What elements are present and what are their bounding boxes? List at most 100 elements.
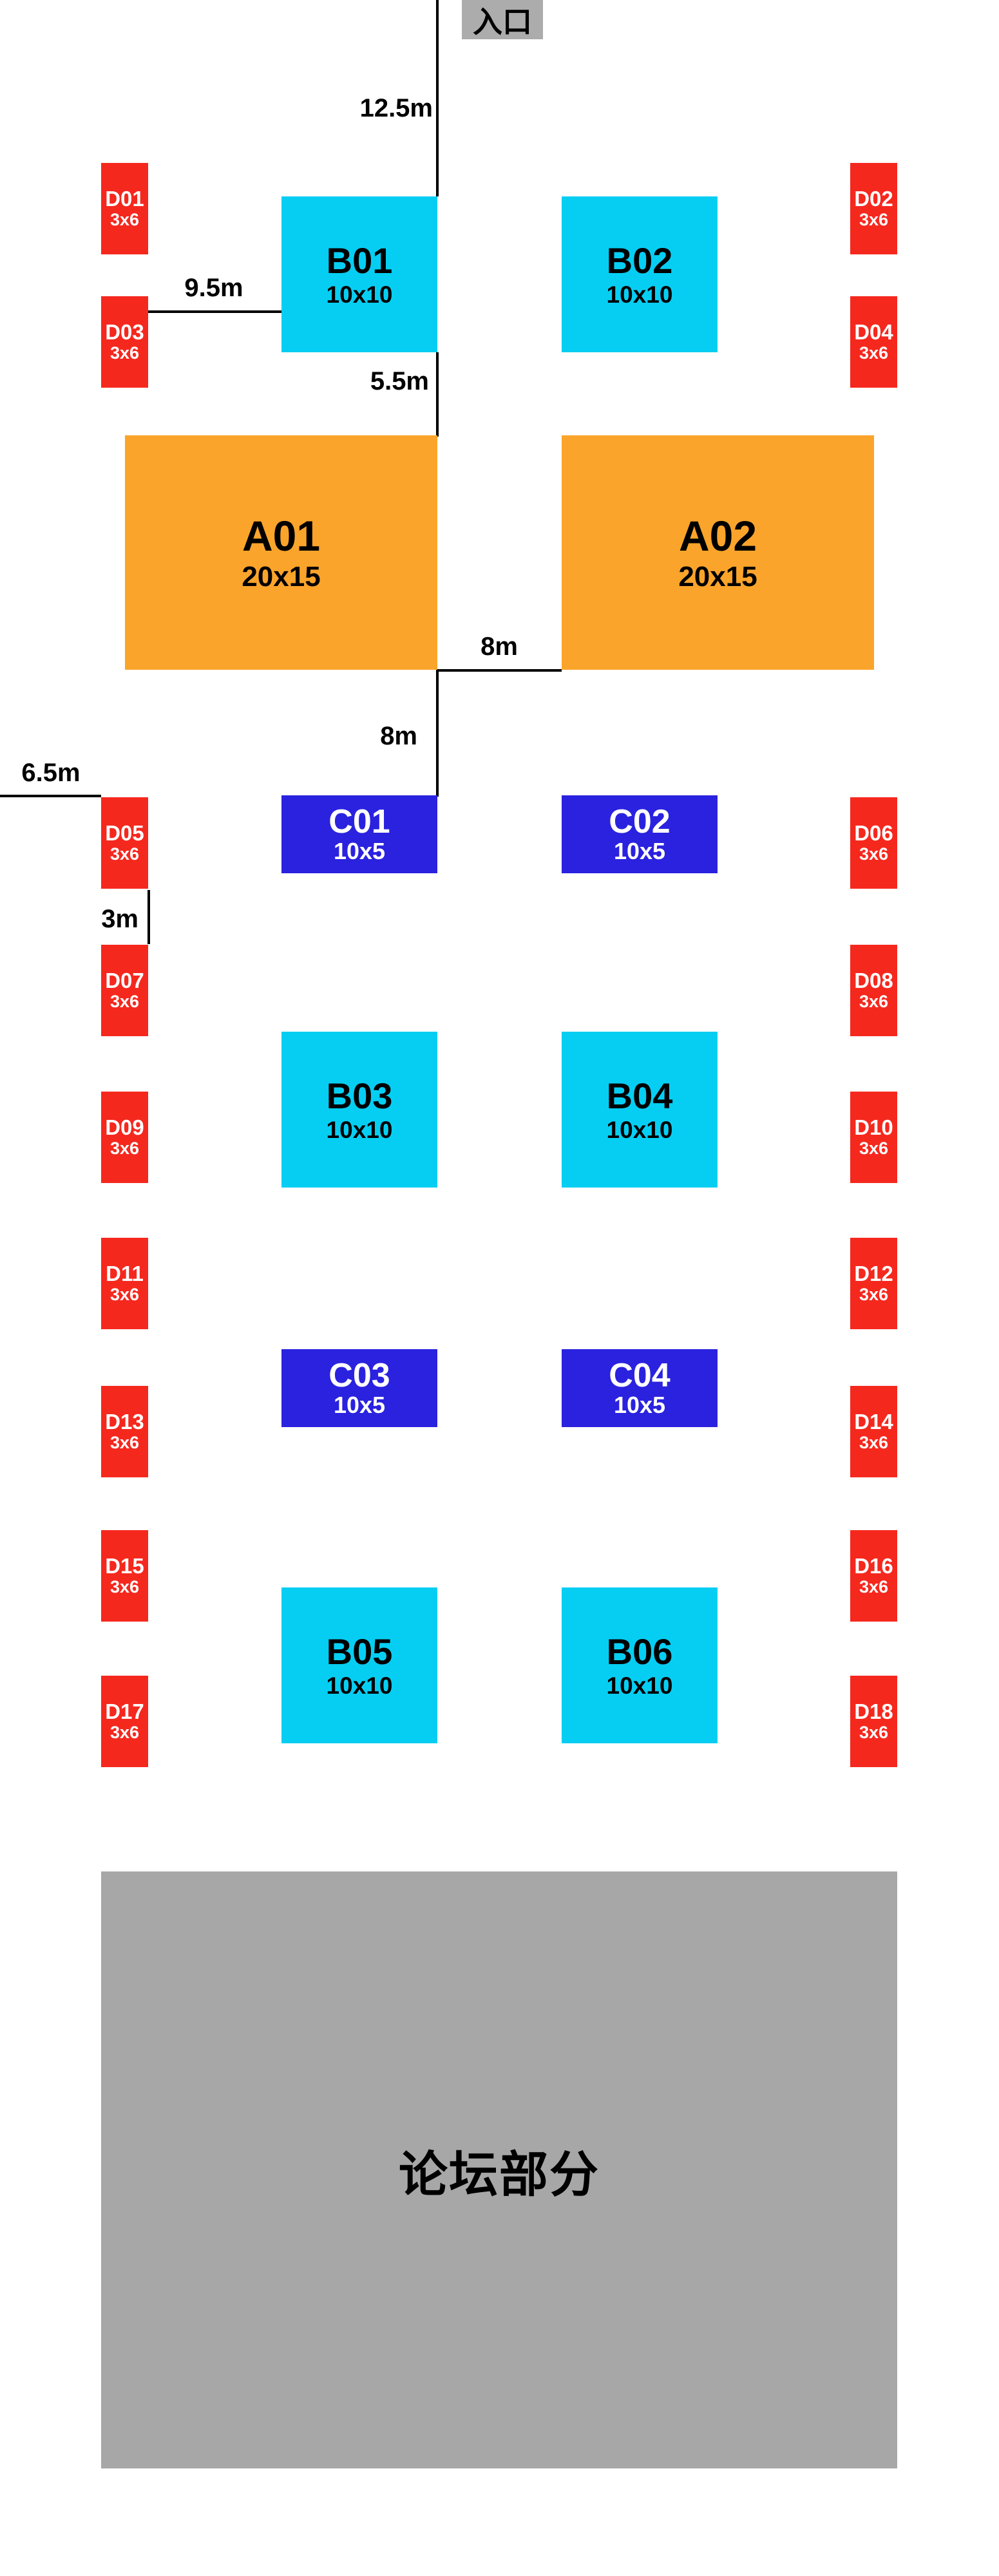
booth-d15-size: 3x6 (109, 1577, 140, 1597)
booth-d16-label: D16 (854, 1554, 893, 1578)
booth-d09: D09 3x6 (101, 1092, 148, 1183)
booth-d07: D07 3x6 (101, 945, 148, 1036)
booth-d18: D18 3x6 (850, 1676, 897, 1767)
booth-d02-size: 3x6 (859, 210, 889, 230)
booth-d12-label: D12 (854, 1262, 893, 1285)
booth-d11: D11 3x6 (101, 1238, 148, 1329)
booth-b05-label: B05 (326, 1631, 393, 1672)
booth-b04: B04 10x10 (562, 1032, 718, 1188)
booth-c02: C02 10x5 (562, 795, 718, 873)
dim-left-margin: 6.5m (21, 759, 81, 787)
booth-b01-size: 10x10 (326, 281, 393, 308)
booth-d05-label: D05 (105, 821, 144, 845)
booth-d10: D10 3x6 (850, 1092, 897, 1183)
entrance-label: 入口 (462, 0, 543, 39)
booth-c04-size: 10x5 (613, 1392, 666, 1419)
entrance-dimension-line (436, 0, 439, 196)
dim-d-row-gap: 3m (101, 905, 138, 933)
booth-c01: C01 10x5 (281, 795, 437, 873)
booth-c01-label: C01 (328, 803, 390, 841)
booth-b03: B03 10x10 (281, 1032, 437, 1188)
booth-b03-size: 10x10 (326, 1116, 393, 1143)
booth-d14-label: D14 (854, 1410, 893, 1434)
booth-d03-label: D03 (105, 320, 144, 344)
booth-d06-size: 3x6 (859, 844, 889, 864)
booth-d03: D03 3x6 (101, 296, 148, 388)
d-to-b-dimension-line (148, 310, 281, 313)
booth-d02: D02 3x6 (850, 163, 897, 254)
booth-c03-size: 10x5 (333, 1392, 386, 1419)
booth-d16-size: 3x6 (859, 1577, 889, 1597)
booth-b04-label: B04 (606, 1075, 673, 1116)
booth-b03-label: B03 (326, 1075, 393, 1116)
booth-c02-label: C02 (609, 803, 671, 841)
booth-d18-size: 3x6 (859, 1723, 889, 1743)
booth-d02-label: D02 (854, 187, 893, 211)
booth-b02-size: 10x10 (606, 281, 673, 308)
booth-a02: A02 20x15 (562, 435, 874, 670)
a-to-c-dimension-line (436, 669, 439, 797)
booth-d13: D13 3x6 (101, 1386, 148, 1477)
booth-b05: B05 10x10 (281, 1587, 437, 1743)
booth-b06: B06 10x10 (562, 1587, 718, 1743)
booth-d05: D05 3x6 (101, 797, 148, 889)
booth-b02-label: B02 (606, 240, 673, 281)
booth-b01: B01 10x10 (281, 196, 437, 352)
booth-a01-size: 20x15 (242, 560, 321, 592)
booth-a01-label: A01 (242, 511, 321, 560)
booth-a01: A01 20x15 (125, 435, 437, 670)
booth-d12-size: 3x6 (859, 1285, 889, 1305)
booth-c02-size: 10x5 (613, 838, 666, 865)
booth-d14-size: 3x6 (859, 1433, 889, 1453)
booth-d08-size: 3x6 (859, 992, 889, 1012)
booth-d10-label: D10 (854, 1115, 893, 1139)
a-aisle-dimension-line (437, 669, 562, 672)
booth-d06: D06 3x6 (850, 797, 897, 889)
booth-d11-label: D11 (106, 1262, 144, 1285)
entrance-text: 入口 (473, 5, 532, 39)
booth-d09-label: D09 (105, 1115, 144, 1139)
booth-c01-size: 10x5 (333, 838, 386, 865)
booth-d16: D16 3x6 (850, 1530, 897, 1622)
booth-d18-label: D18 (854, 1700, 893, 1723)
dim-a-to-c-gap: 8m (380, 722, 417, 750)
booth-a02-label: A02 (678, 511, 757, 560)
dim-entrance-width: 12.5m (359, 94, 433, 122)
booth-d11-size: 3x6 (109, 1285, 140, 1305)
booth-d01: D01 3x6 (101, 163, 148, 254)
booth-d17-label: D17 (105, 1700, 144, 1723)
booth-d07-size: 3x6 (109, 992, 140, 1012)
booth-b04-size: 10x10 (606, 1116, 673, 1143)
booth-d07-label: D07 (105, 969, 144, 992)
booth-d08: D08 3x6 (850, 945, 897, 1036)
booth-d17: D17 3x6 (101, 1676, 148, 1767)
dim-d-to-b-gap: 9.5m (184, 274, 243, 302)
booth-d12: D12 3x6 (850, 1238, 897, 1329)
booth-d01-size: 3x6 (109, 210, 140, 230)
booth-d08-label: D08 (854, 969, 893, 992)
booth-d13-size: 3x6 (109, 1433, 140, 1453)
booth-d14: D14 3x6 (850, 1386, 897, 1477)
dim-b-to-a-gap: 5.5m (370, 367, 429, 395)
booth-c03-label: C03 (328, 1357, 390, 1395)
booth-d15: D15 3x6 (101, 1530, 148, 1622)
booth-d15-label: D15 (105, 1554, 144, 1578)
booth-d03-size: 3x6 (109, 343, 140, 363)
booth-c04-label: C04 (609, 1357, 671, 1395)
booth-b06-label: B06 (606, 1631, 673, 1672)
dim-a-center-aisle: 8m (480, 632, 518, 661)
forum-area: 论坛部分 (101, 1871, 897, 2468)
booth-d05-size: 3x6 (109, 844, 140, 864)
booth-d04: D04 3x6 (850, 296, 897, 388)
left-margin-dimension-line (0, 795, 101, 797)
b-to-a-dimension-line (436, 352, 439, 437)
booth-b02: B02 10x10 (562, 196, 718, 352)
booth-b01-label: B01 (326, 240, 393, 281)
booth-d01-label: D01 (105, 187, 144, 211)
booth-d10-size: 3x6 (859, 1139, 889, 1159)
booth-d04-size: 3x6 (859, 343, 889, 363)
booth-c03: C03 10x5 (281, 1349, 437, 1427)
booth-c04: C04 10x5 (562, 1349, 718, 1427)
booth-b05-size: 10x10 (326, 1672, 393, 1699)
booth-d06-label: D06 (854, 821, 893, 845)
